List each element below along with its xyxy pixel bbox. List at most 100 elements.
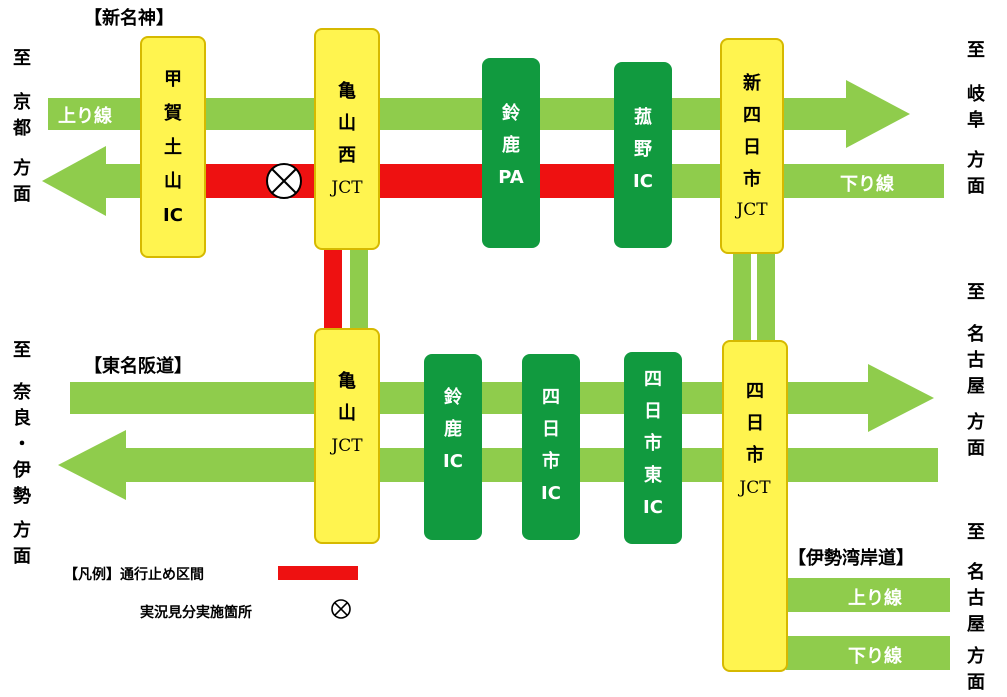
dir-char: 名 xyxy=(967,324,985,345)
box-char: JCT xyxy=(331,178,363,198)
dir-char: 方 xyxy=(13,158,31,179)
closed-connector-kameyama xyxy=(324,248,342,330)
box-char: 山 xyxy=(338,403,356,424)
box-char: 土 xyxy=(164,137,182,158)
yokkaichi-higashi-ic: 四 日 市 東 IC xyxy=(624,352,682,544)
box-char: 四 xyxy=(542,387,560,408)
direction-nagoya-upper: 至 名 古 屋 方 面 xyxy=(964,278,988,460)
box-char: 東 xyxy=(644,465,662,486)
box-char: 日 xyxy=(542,419,560,440)
box-char: 市 xyxy=(644,433,662,454)
box-char: JCT xyxy=(739,478,771,498)
dir-char: 方 xyxy=(967,150,985,171)
connector-kameyama-green xyxy=(350,248,368,330)
isewangan-down-road xyxy=(786,636,950,670)
dir-char: 古 xyxy=(967,588,985,609)
dir-char: ・ xyxy=(13,434,31,455)
higashi-meihan-up-arrowhead xyxy=(868,364,934,432)
box-char: 山 xyxy=(164,171,182,192)
box-char: 賀 xyxy=(164,103,182,124)
suzuka-ic: 鈴 鹿 IC xyxy=(424,354,482,540)
connector-yokkaichi-right xyxy=(757,252,775,342)
isewangan-up-road xyxy=(786,578,950,612)
box-char: 四 xyxy=(746,381,764,402)
box-char: 鹿 xyxy=(502,135,520,156)
direction-nara-ise: 至 奈 良 ・ 伊 勢 方 面 xyxy=(10,336,34,568)
route-label-isewangan: 【伊勢湾岸道】 xyxy=(788,548,914,569)
connector-yokkaichi-left xyxy=(733,252,751,342)
dir-char: 勢 xyxy=(13,486,31,507)
shin-meishin-up-label: 上り線 xyxy=(58,106,112,127)
dir-char: 良 xyxy=(13,408,31,429)
dir-char: 至 xyxy=(967,282,985,303)
koka-tsuchiyama-ic: 甲 賀 土 山 IC xyxy=(140,36,206,258)
legend-inspection-icon xyxy=(331,599,351,619)
kameyama-nishi-jct: 亀 山 西 JCT xyxy=(314,28,380,250)
box-char: 鈴 xyxy=(502,103,520,124)
dir-char: 岐 xyxy=(967,84,985,105)
box-char: 西 xyxy=(338,145,356,166)
dir-char: 阜 xyxy=(967,110,985,131)
box-char: JCT xyxy=(331,436,363,456)
shin-meishin-down-arrowhead xyxy=(42,146,106,216)
box-char: 亀 xyxy=(338,371,356,392)
box-char: 鹿 xyxy=(444,419,462,440)
box-char: 日 xyxy=(644,401,662,422)
legend-inspection-label: 実況見分実施箇所 xyxy=(140,605,252,621)
dir-char: 方 xyxy=(13,520,31,541)
dir-char: 面 xyxy=(13,546,31,567)
isewangan-up-label: 上り線 xyxy=(848,588,902,609)
box-char: 山 xyxy=(338,113,356,134)
dir-char: 至 xyxy=(13,340,31,361)
shin-meishin-up-arrowhead xyxy=(846,80,910,148)
dir-char: 面 xyxy=(967,176,985,197)
yokkaichi-jct: 四 日 市 JCT xyxy=(722,340,788,672)
dir-char: 屋 xyxy=(967,376,985,397)
direction-gifu: 至 岐 阜 方 面 xyxy=(964,36,988,198)
box-char: 四 xyxy=(743,105,761,126)
kameyama-jct: 亀 山 JCT xyxy=(314,328,380,544)
box-char: 市 xyxy=(542,451,560,472)
dir-char: 京 xyxy=(13,92,31,113)
inspection-site-marker xyxy=(266,163,302,199)
yokkaichi-ic: 四 日 市 IC xyxy=(522,354,580,540)
box-char: 市 xyxy=(746,445,764,466)
box-char: 菰 xyxy=(634,107,652,128)
box-char: 四 xyxy=(644,369,662,390)
dir-char: 奈 xyxy=(13,382,31,403)
shin-meishin-down-label: 下り線 xyxy=(840,174,894,195)
box-char: 野 xyxy=(634,139,652,160)
direction-kyoto: 至 京 都 方 面 xyxy=(10,44,34,206)
box-char: 市 xyxy=(743,169,761,190)
dir-char: 伊 xyxy=(13,460,31,481)
dir-char: 古 xyxy=(967,350,985,371)
box-char: IC xyxy=(443,451,463,472)
box-char: 新 xyxy=(743,73,761,94)
box-char: IC xyxy=(163,205,183,226)
box-char: 日 xyxy=(743,137,761,158)
dir-char: 屋 xyxy=(967,614,985,635)
isewangan-down-label: 下り線 xyxy=(848,646,902,667)
box-char: 甲 xyxy=(164,69,182,90)
dir-char: 面 xyxy=(967,672,985,693)
box-char: PA xyxy=(498,167,524,188)
box-char: 亀 xyxy=(338,81,356,102)
dir-char: 名 xyxy=(967,562,985,583)
direction-nagoya-lower: 至 名 古 屋 方 面 xyxy=(964,518,988,694)
box-char: IC xyxy=(633,171,653,192)
box-char: IC xyxy=(643,497,663,518)
box-char: IC xyxy=(541,483,561,504)
higashi-meihan-down-arrowhead xyxy=(58,430,126,500)
box-char: 日 xyxy=(746,413,764,434)
dir-char: 方 xyxy=(967,646,985,667)
dir-char: 至 xyxy=(967,40,985,61)
shin-yokkaichi-jct: 新 四 日 市 JCT xyxy=(720,38,784,254)
suzuka-pa: 鈴 鹿 PA xyxy=(482,58,540,248)
box-char: 鈴 xyxy=(444,387,462,408)
box-char: JCT xyxy=(736,200,768,220)
dir-char: 都 xyxy=(13,118,31,139)
dir-char: 方 xyxy=(967,412,985,433)
dir-char: 面 xyxy=(967,438,985,459)
route-label-shin-meishin: 【新名神】 xyxy=(84,8,174,29)
komono-ic: 菰 野 IC xyxy=(614,62,672,248)
